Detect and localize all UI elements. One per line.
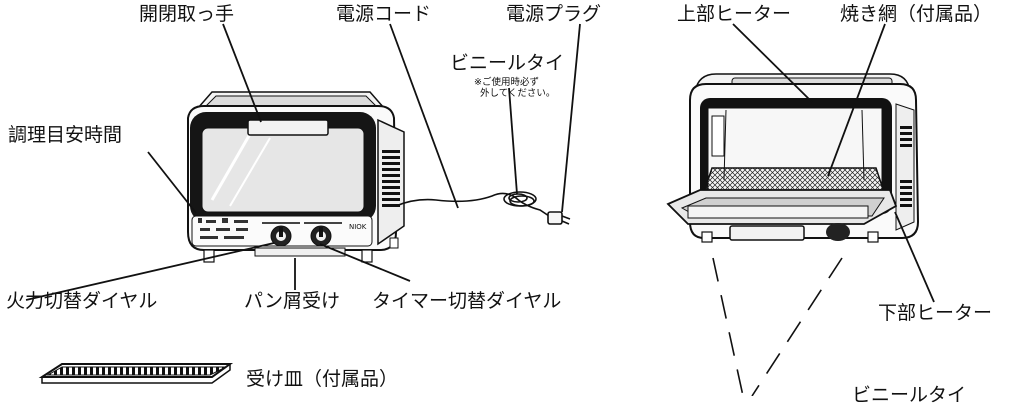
label-vinyl-tie-note-1: ※ご使用時必ず	[474, 77, 539, 88]
label-crumb-tray: パン屑受け	[244, 290, 340, 312]
toaster-open	[666, 73, 920, 243]
label-heat-dial: 火力切替ダイヤル	[6, 290, 158, 312]
projection-lines	[712, 257, 843, 396]
diagram: 開閉取っ手 電源コード 電源プラグ 上部ヒーター 焼き網（付属品） ビニールタイ…	[6, 3, 993, 406]
label-grill-net: 焼き網（付属品）	[840, 3, 993, 25]
label-power-plug: 電源プラグ	[506, 3, 602, 25]
label-power-cord: 電源コード	[336, 3, 432, 25]
label-lower-heater: 下部ヒーター	[878, 302, 993, 324]
illustration	[25, 23, 935, 396]
leader-lines	[25, 23, 935, 303]
label-handle: 開閉取っ手	[139, 3, 235, 25]
toaster-closed	[187, 91, 405, 263]
label-vinyl-tie: ビニールタイ	[450, 52, 565, 74]
power-cord-illustration	[395, 191, 571, 225]
drip-tray-illustration	[38, 363, 234, 384]
brand-mark: NIOK	[349, 223, 367, 231]
label-timer-dial: タイマー切替ダイヤル	[372, 290, 562, 312]
label-upper-heater: 上部ヒーター	[677, 3, 792, 25]
label-vinyl-tie-note-2: 外してください。	[480, 88, 556, 99]
label-cooking-time-guide: 調理目安時間	[8, 124, 123, 146]
label-drip-tray: 受け皿（付属品）	[246, 368, 399, 390]
label-vinyl-tie-bottom: ビニールタイ	[852, 384, 967, 406]
